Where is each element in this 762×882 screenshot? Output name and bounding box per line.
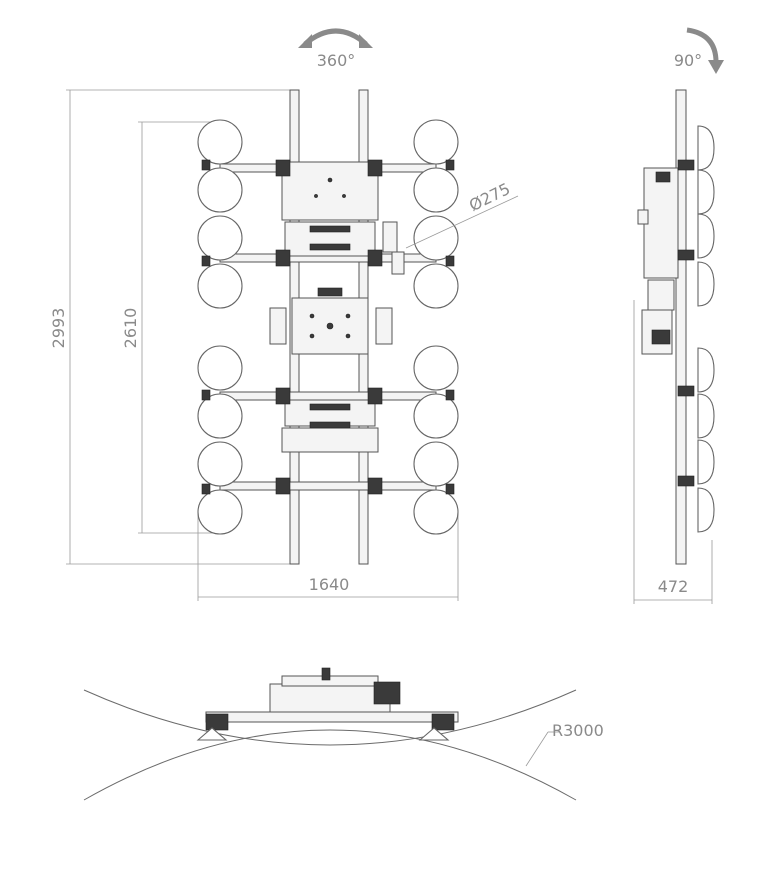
- dimension-radius: R3000: [552, 721, 604, 740]
- rotation-90-label: 90°: [674, 51, 702, 70]
- side-view: [633, 89, 715, 604]
- dimension-diameter: Ø275: [466, 179, 513, 215]
- front-view: [66, 89, 519, 601]
- dimension-height-cups: 2610: [121, 308, 140, 349]
- dimension-height-total: 2993: [49, 308, 68, 349]
- rotation-90-arrow-icon: [686, 27, 724, 74]
- rotation-360-arrow-icon: [298, 28, 373, 48]
- dimension-depth: 472: [658, 577, 689, 596]
- rotation-360-label: 360°: [317, 51, 356, 70]
- bottom-view: [83, 667, 577, 801]
- dimension-width: 1640: [309, 575, 350, 594]
